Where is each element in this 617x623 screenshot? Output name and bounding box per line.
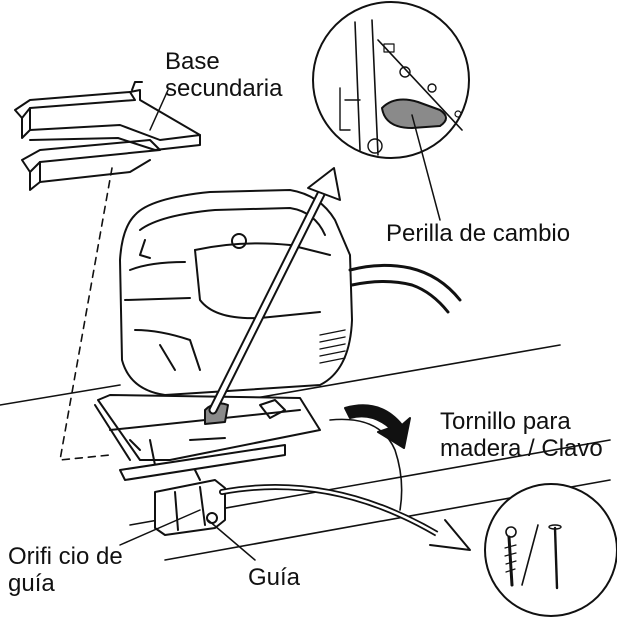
label-orificio-de-guia: Orifi cio de guía xyxy=(8,543,123,597)
label-line: secundaria xyxy=(165,75,283,102)
label-line: guía xyxy=(8,570,55,597)
change-knob-icon xyxy=(381,98,447,129)
label-base-secundaria: Base secundaria xyxy=(165,48,282,102)
screw-icon xyxy=(504,526,517,587)
vent-slots xyxy=(319,329,346,364)
leader-lines xyxy=(119,89,441,561)
label-line: Base xyxy=(165,48,220,75)
label-line: madera / Clavo xyxy=(440,435,603,462)
guide-to-screw-arrow xyxy=(219,484,471,551)
screw-nail-circle xyxy=(484,483,617,617)
nail-icon xyxy=(548,524,562,590)
label-line: Tornillo para xyxy=(440,408,571,435)
dashed-leader xyxy=(59,167,113,461)
label-tornillo-clavo: Tornillo para madera / Clavo xyxy=(440,408,603,462)
label-line: Orifi cio de xyxy=(8,543,123,570)
label-perilla-de-cambio: Perilla de cambio xyxy=(386,220,571,247)
label-guia: Guía xyxy=(248,564,301,591)
secondary-base xyxy=(14,81,201,191)
zoom-circle xyxy=(312,1,470,159)
slash xyxy=(521,524,539,586)
base-plate xyxy=(94,394,321,466)
knob-to-zoom-arrow xyxy=(208,167,341,415)
rotation-arrow xyxy=(329,404,411,511)
